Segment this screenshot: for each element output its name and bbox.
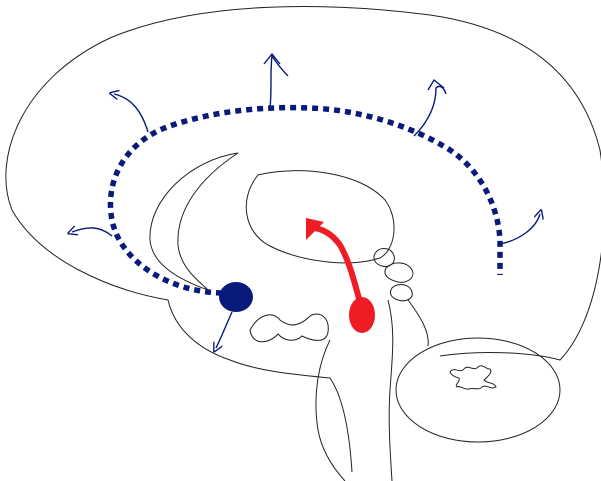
brainstem: [315, 299, 429, 481]
hypothalamus-pituitary: [249, 313, 329, 343]
blue-arrow-occipital: [499, 214, 540, 245]
red-nucleus: [349, 297, 375, 333]
blue-arrow-left-frontal: [72, 228, 113, 237]
red-arrowhead: [306, 218, 324, 240]
blue-arrow-upper-frontal: [114, 94, 149, 133]
red-pathway: [309, 225, 363, 305]
blue-dotted-pathway: [107, 104, 503, 296]
cerebellum-folia: [449, 365, 497, 390]
blue-arrow-parietal: [413, 85, 447, 137]
blue-nucleus: [219, 282, 253, 312]
colliculi: [384, 262, 414, 302]
corpus-callosum: [149, 152, 239, 291]
blue-arrow-top-head: [263, 52, 281, 65]
blue-arrow-parietal-head: [427, 78, 445, 91]
cerebellum: [395, 337, 561, 443]
blue-arrow-top: [269, 54, 289, 109]
cerebrum-outline: [5, 6, 601, 473]
thalamus: [245, 170, 395, 264]
blue-arrow-down: [216, 311, 233, 348]
